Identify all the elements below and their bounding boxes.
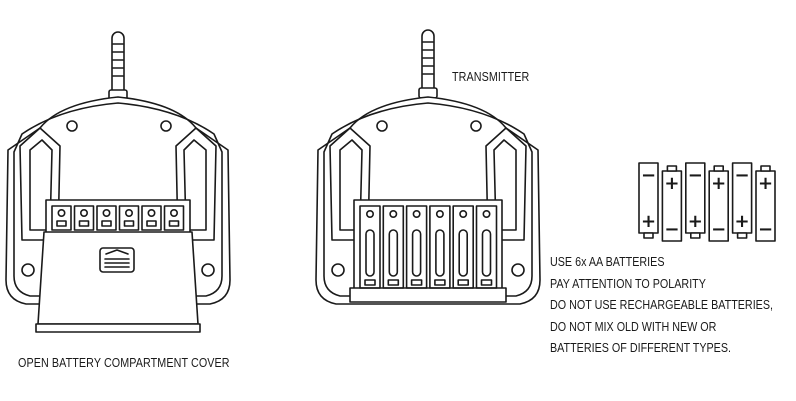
bay-channel [413, 230, 421, 276]
battery-icon: +− [662, 166, 681, 241]
polarity-symbol: + [735, 211, 750, 232]
contact-spring [102, 221, 111, 226]
instruction-line: DO NOT USE RECHARGEABLE BATTERIES, [550, 298, 774, 313]
polarity-symbol: − [758, 219, 773, 240]
contact-spring [365, 280, 375, 285]
contact-spring [435, 280, 445, 285]
polarity-symbol: + [758, 173, 773, 194]
contact-icon [126, 210, 132, 216]
battery-instructions: USE 6x AA BATTERIES PAY ATTENTION TO POL… [550, 252, 796, 360]
battery-icon: +− [756, 166, 775, 241]
battery-icon: +− [709, 166, 728, 241]
contact-spring [458, 280, 468, 285]
tray-slot [142, 206, 161, 230]
contact-spring [170, 221, 179, 226]
bay-channel [459, 230, 467, 276]
battery-icon: −+ [639, 163, 658, 238]
polarity-symbol: + [688, 211, 703, 232]
contact-icon [103, 210, 109, 216]
tray-slot [165, 206, 184, 230]
tray-slot [75, 206, 94, 230]
polarity-symbol: + [641, 211, 656, 232]
battery-compartment-cover [36, 232, 200, 332]
contact-icon [148, 210, 154, 216]
contact-spring [147, 221, 156, 226]
bay-channel [389, 230, 397, 276]
contact-spring [412, 280, 422, 285]
polarity-symbol: + [711, 173, 726, 194]
battery-polarity-illustration: −++−−++−−++− [639, 163, 775, 241]
contact-spring [57, 221, 66, 226]
contact-icon [413, 211, 419, 217]
polarity-symbol: − [641, 165, 656, 186]
tray-slot [97, 206, 116, 230]
open-cover-label: OPEN BATTERY COMPARTMENT COVER [18, 356, 230, 370]
right-grip [176, 128, 216, 240]
tray-slot [52, 206, 71, 230]
antenna [109, 32, 127, 100]
battery-bay [430, 206, 450, 288]
instruction-line: USE 6x AA BATTERIES [550, 255, 665, 269]
instruction-line: BATTERIES OF DIFFERENT TYPES. [550, 341, 731, 356]
bay-channel [366, 230, 374, 276]
battery-icon: −+ [733, 163, 752, 238]
battery-icon: −+ [686, 163, 705, 238]
battery-bay [383, 206, 403, 288]
battery-bay [407, 206, 427, 288]
battery-bay [360, 206, 380, 288]
polarity-symbol: − [688, 165, 703, 186]
transmitter-compartment-open [316, 30, 540, 304]
polarity-symbol: − [711, 219, 726, 240]
contact-icon [171, 210, 177, 216]
transmitter-with-cover-open [6, 32, 230, 332]
left-grip [20, 128, 60, 240]
contact-icon [81, 210, 87, 216]
polarity-symbol: − [664, 219, 679, 240]
open-battery-compartment [350, 200, 506, 302]
transmitter-label: TRANSMITTER [452, 70, 530, 84]
instruction-line: PAY ATTENTION TO POLARITY [550, 276, 706, 291]
antenna [419, 30, 437, 98]
tray-slot [120, 206, 139, 230]
contact-icon [390, 211, 396, 217]
contact-icon [483, 211, 489, 217]
contact-icon [367, 211, 373, 217]
polarity-symbol: + [664, 173, 679, 194]
contact-spring [125, 221, 134, 226]
left-grip [330, 128, 370, 240]
instruction-line: DO NOT MIX OLD WITH NEW OR [550, 319, 717, 334]
right-grip [486, 128, 526, 240]
bay-channel [483, 230, 491, 276]
contact-spring [388, 280, 398, 285]
polarity-symbol: − [735, 165, 750, 186]
contact-spring [482, 280, 492, 285]
battery-tray-top [46, 200, 190, 236]
contact-spring [80, 221, 89, 226]
battery-bay [453, 206, 473, 288]
contact-icon [437, 211, 443, 217]
contact-icon [460, 211, 466, 217]
battery-bay [477, 206, 497, 288]
bay-channel [436, 230, 444, 276]
contact-icon [58, 210, 64, 216]
